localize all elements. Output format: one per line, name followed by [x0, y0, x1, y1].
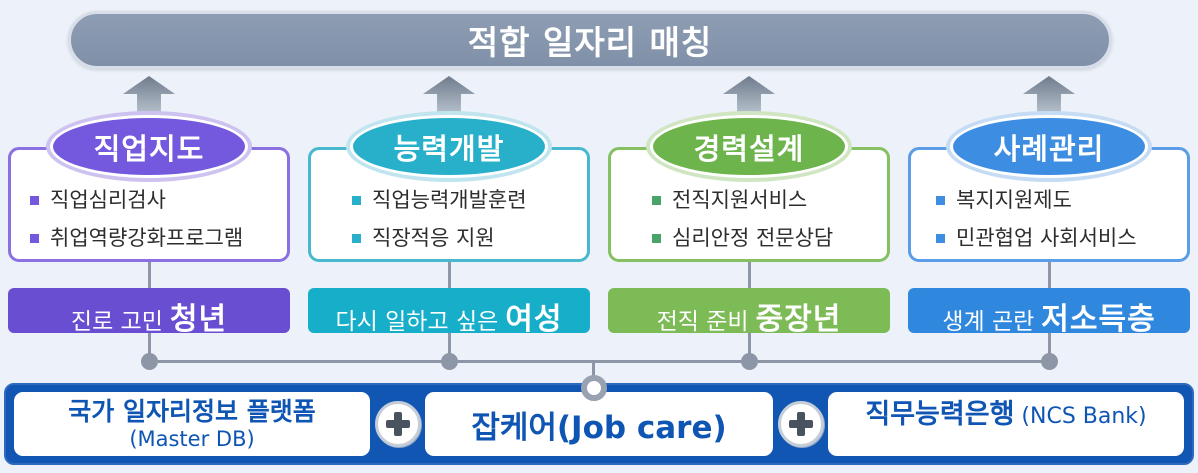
arrow-up-icon: [123, 76, 175, 115]
service-item-label: 직업능력개발훈련: [372, 188, 527, 212]
service-item-label: 전직지원서비스: [672, 188, 808, 212]
service-item: 심리안정 전문상담: [652, 223, 890, 253]
target-emphasis: 여성: [505, 302, 563, 337]
ncs-bank-box: 직무능력은행 (NCS Bank): [828, 392, 1184, 456]
platform-box: 국가 일자리정보 플랫폼 (Master DB): [14, 392, 370, 456]
platform-subtitle: (Master DB): [129, 427, 255, 451]
service-item-label: 직업심리검사: [50, 188, 166, 212]
bullet-square-icon: [352, 233, 361, 243]
target-group-bar: 진로 고민 청년: [8, 288, 290, 337]
target-emphasis: 저소득층: [1041, 302, 1156, 337]
category-badge-label: 경력설계: [693, 131, 805, 166]
category-badge: 직업지도: [50, 115, 248, 178]
service-item: 직업심리검사: [30, 185, 290, 215]
service-item: 직장적응 지원: [352, 223, 590, 253]
category-badge-label: 능력개발: [393, 131, 505, 166]
plus-icon: [374, 401, 421, 447]
service-item: 민관협업 사회서비스: [936, 223, 1190, 253]
bullet-square-icon: [652, 233, 661, 243]
service-item: 직업능력개발훈련: [352, 185, 590, 215]
service-box: [8, 147, 290, 262]
service-item-list: 전직지원서비스 심리안정 전문상담: [608, 185, 890, 261]
target-prefix: 전직 준비: [656, 309, 749, 335]
target-prefix: 다시 일하고 싶은: [335, 309, 499, 335]
service-item: 취업역량강화프로그램: [30, 223, 290, 253]
category-badge: 경력설계: [650, 115, 848, 178]
connector-junction-dot: [141, 353, 158, 370]
connector-line-horizontal: [148, 360, 1050, 363]
plus-icon-bar: [796, 412, 805, 436]
service-item: 복지지원제도: [936, 185, 1190, 215]
ncs-bank-title: 직무능력은행: [865, 399, 1015, 430]
connector-junction-dot: [741, 353, 758, 370]
page-title: 적합 일자리 매칭: [467, 23, 713, 62]
service-item-label: 심리안정 전문상담: [672, 226, 834, 250]
bullet-square-icon: [30, 195, 39, 205]
jobcare-box: 잡케어(Job care): [425, 392, 773, 456]
service-item-label: 직장적응 지원: [372, 226, 495, 250]
jobcare-title: 잡케어(Job care): [471, 409, 727, 446]
ncs-bank-subtitle: (NCS Bank): [1021, 404, 1147, 429]
connector-junction-dot: [441, 353, 458, 370]
bullet-square-icon: [30, 233, 39, 243]
arrow-up-icon: [723, 76, 775, 115]
plus-icon-bar: [393, 412, 402, 436]
category-badge-label: 사례관리: [993, 131, 1105, 166]
service-item-list: 직업심리검사 취업역량강화프로그램: [8, 185, 290, 261]
category-badge: 사례관리: [950, 115, 1148, 178]
platform-title: 국가 일자리정보 플랫폼: [68, 397, 316, 426]
service-item: 전직지원서비스: [652, 185, 890, 215]
target-emphasis: 중장년: [755, 302, 842, 337]
bullet-square-icon: [936, 195, 945, 205]
bullet-square-icon: [652, 195, 661, 205]
service-item-label: 민관협업 사회서비스: [956, 226, 1137, 250]
connector-junction-dot: [1041, 353, 1058, 370]
target-prefix: 진로 고민: [70, 309, 163, 335]
connector-node-ring: [581, 375, 607, 401]
arrow-up-icon: [423, 76, 475, 115]
category-badge: 능력개발: [350, 115, 548, 178]
arrow-up-icon: [1023, 76, 1075, 115]
category-badge-label: 직업지도: [93, 131, 205, 166]
plus-icon: [777, 401, 824, 447]
service-item-label: 취업역량강화프로그램: [50, 226, 244, 250]
bullet-square-icon: [352, 195, 361, 205]
service-item-list: 직업능력개발훈련 직장적응 지원: [308, 185, 590, 261]
target-emphasis: 청년: [169, 302, 228, 337]
target-group-bar: 생계 곤란 저소득층: [908, 288, 1190, 337]
target-group-bar: 전직 준비 중장년: [608, 288, 890, 337]
service-item-list: 복지지원제도 민관협업 사회서비스: [908, 185, 1190, 261]
integration-bar: 국가 일자리정보 플랫폼 (Master DB) 잡케어(Job care) 직…: [4, 383, 1194, 465]
bullet-square-icon: [936, 233, 945, 243]
target-prefix: 생계 곤란: [942, 309, 1035, 335]
service-item-label: 복지지원제도: [956, 188, 1072, 212]
target-group-bar: 다시 일하고 싶은 여성: [308, 288, 590, 337]
matching-header: 적합 일자리 매칭: [68, 11, 1112, 69]
